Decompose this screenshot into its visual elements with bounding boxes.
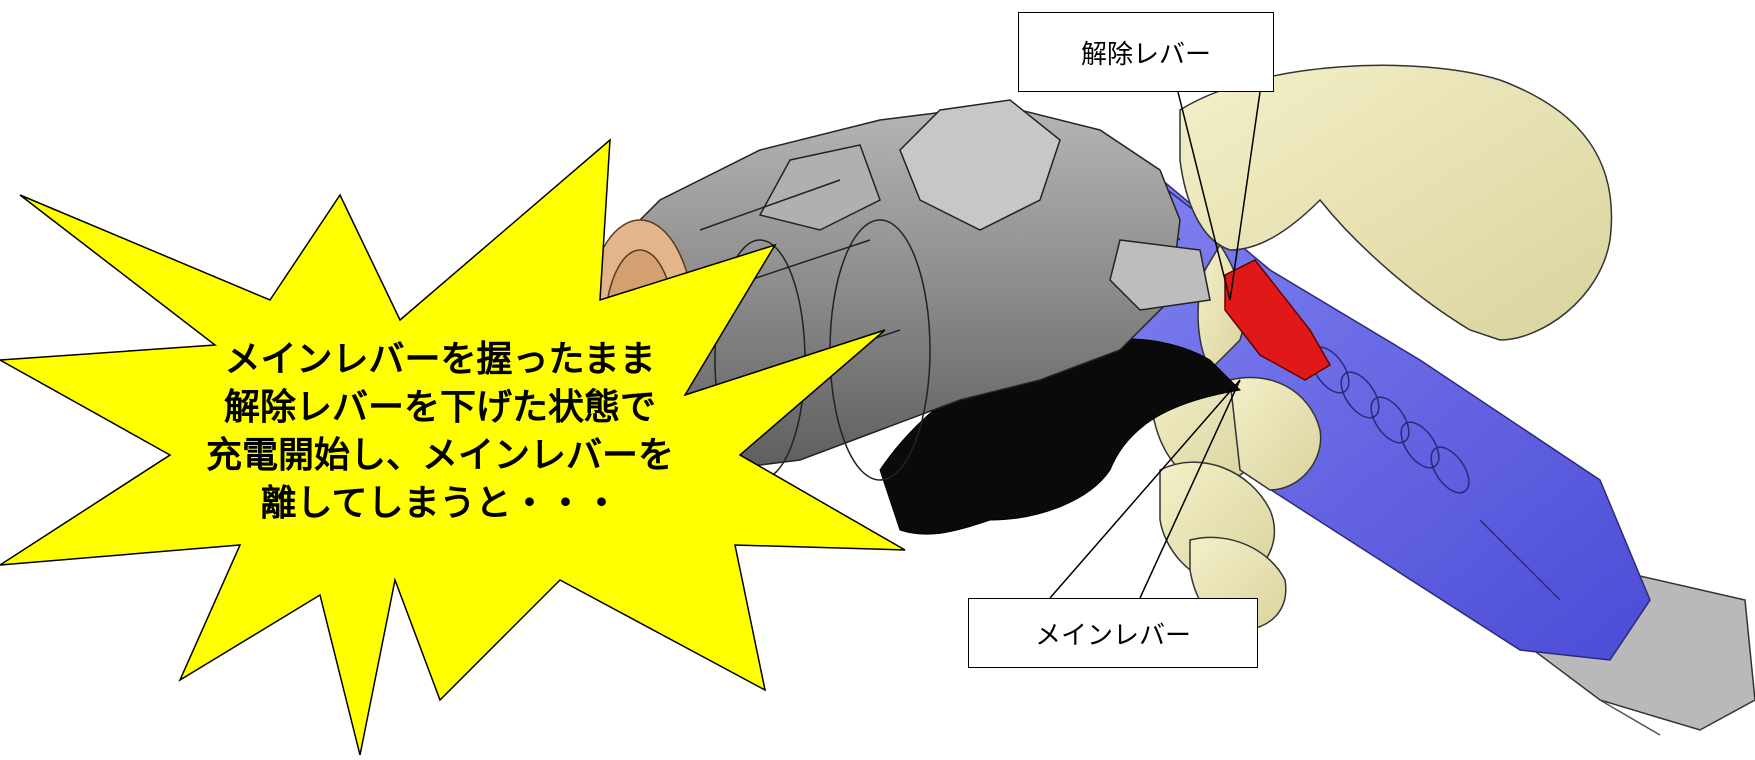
release-lever-label: 解除レバー [1018,12,1274,92]
burst-caption: メインレバーを握ったまま 解除レバーを下げた状態で 充電開始し、メインレバーを … [160,336,720,528]
burst-line-2: 解除レバーを下げた状態で [223,387,656,428]
main-lever-label: メインレバー [968,598,1258,668]
leader-lines [1049,91,1261,599]
burst-line-1: メインレバーを握ったまま [224,339,656,380]
burst-shape [0,138,906,756]
burst-line-4: 離してしまうと・・・ [260,483,620,524]
burst-line-3: 充電開始し、メインレバーを [205,435,674,476]
release-lever-shape [1224,259,1332,381]
